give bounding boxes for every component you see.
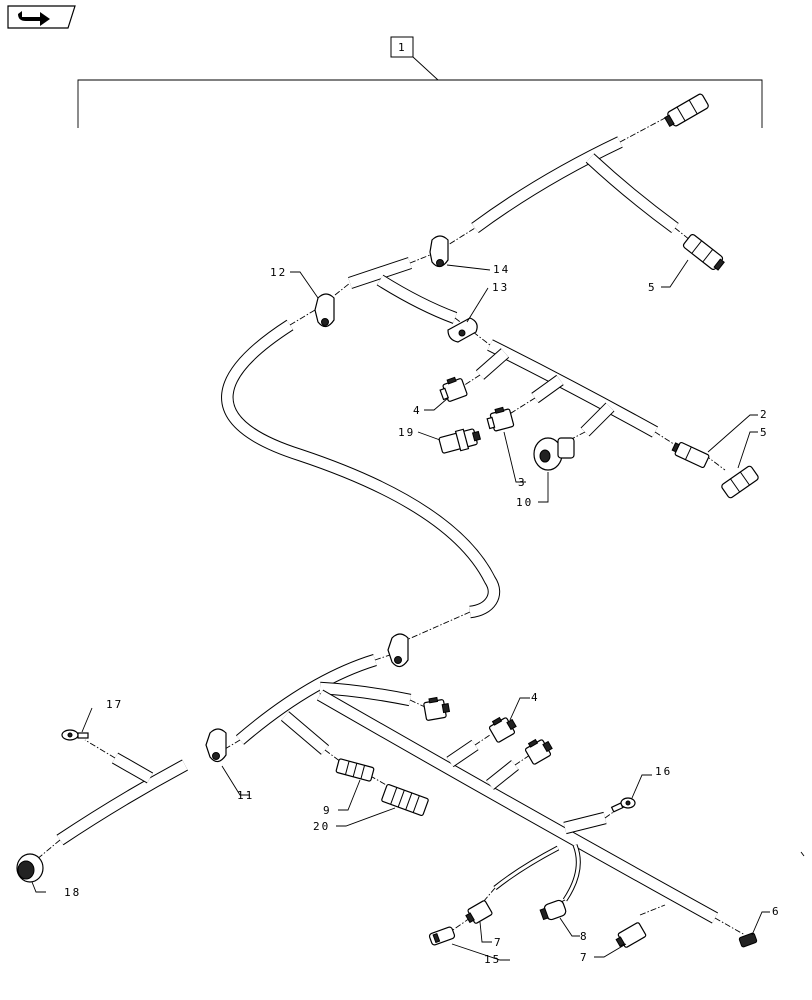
connector-4-upper	[439, 376, 468, 402]
clip-14	[429, 235, 449, 268]
connector-lower-b	[524, 738, 553, 765]
callout-6: 6	[772, 905, 781, 918]
callout-7-right: 7	[580, 951, 589, 964]
connector-3	[486, 406, 515, 432]
clip-lower-mid	[387, 633, 409, 668]
harness-wires	[56, 136, 719, 924]
clip-12	[314, 293, 335, 328]
ring-terminal-17	[61, 729, 89, 741]
ring-terminal-16	[610, 797, 636, 813]
clip-13	[447, 317, 478, 343]
callout-3: 3	[518, 476, 527, 489]
return-arrow-icon[interactable]	[7, 5, 76, 29]
callout-16: 16	[655, 765, 672, 778]
callout-8: 8	[580, 930, 589, 943]
callout-9: 9	[323, 804, 332, 817]
callout-12: 12	[270, 266, 287, 279]
callouts: 14 12 13 5 4 19 3 10 2 5 17 11 4 9 20 16…	[64, 263, 781, 966]
callout-4-upper: 4	[413, 404, 422, 417]
connector-4-lower	[488, 716, 517, 743]
connector-5-lower	[721, 465, 759, 499]
callout-leaders	[31, 259, 770, 961]
callout-2: 2	[760, 408, 769, 421]
callout-18: 18	[64, 886, 81, 899]
terminal-6	[738, 932, 758, 948]
sensor-10	[533, 437, 575, 471]
callout-13: 13	[492, 281, 509, 294]
connector-20	[381, 783, 429, 817]
assembly-bracket: 1	[77, 36, 763, 128]
callout-11: 11	[237, 789, 254, 802]
clip-11	[205, 728, 227, 763]
callout-1: 1	[398, 41, 407, 54]
callout-17: 17	[106, 698, 123, 711]
callout-19: 19	[398, 426, 415, 439]
callout-5-upper: 5	[648, 281, 657, 294]
callout-10: 10	[516, 496, 533, 509]
connector-19	[438, 428, 482, 454]
callout-7-left: 7	[494, 936, 503, 949]
callout-14: 14	[493, 263, 510, 276]
connector-2	[671, 441, 710, 469]
connector-8	[539, 899, 567, 921]
callout-20: 20	[313, 820, 330, 833]
connector-7-left	[465, 900, 493, 924]
connector-15	[428, 926, 456, 946]
callout-5-lower: 5	[760, 426, 769, 439]
connector-5-upper	[682, 233, 725, 271]
connector-top-right	[664, 93, 709, 128]
grommet-18	[16, 853, 44, 883]
connector-7-right	[615, 922, 647, 948]
callout-4-lower: 4	[531, 691, 540, 704]
connector-lower-a	[423, 696, 451, 721]
connector-9	[335, 758, 375, 782]
dash-leaders	[29, 117, 746, 936]
callout-15: 15	[484, 953, 501, 966]
